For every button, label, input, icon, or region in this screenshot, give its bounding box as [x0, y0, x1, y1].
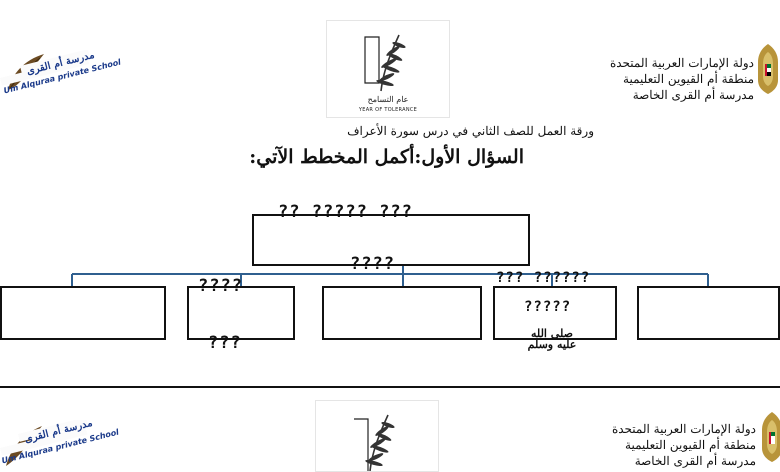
falcon-emblem-icon	[758, 44, 778, 94]
diagram-root-text-line2: ????	[350, 254, 395, 274]
diagram-child-box-4[interactable]	[493, 286, 617, 340]
diagram-child-box-5[interactable]	[637, 286, 780, 340]
school-logo-top: مدرسة أم القرى Um Alquraa private School	[0, 50, 122, 96]
diagram-child-box-2[interactable]	[187, 286, 295, 340]
falcon-emblem-icon	[762, 412, 780, 462]
ghaf-tree-icon	[364, 34, 406, 92]
question-title: السؤال الأول:أكمل المخطط الآتي:	[249, 146, 524, 168]
uae-emblem-top	[756, 40, 780, 96]
year-of-tolerance-logo-repeat	[315, 400, 439, 472]
school-line: مدرسة أم القرى الخاصة	[632, 88, 754, 102]
district-line-repeat: منطقة أم القيوين التعليمية	[625, 438, 756, 452]
tolerance-logo-arabic: عام التسامح	[367, 95, 409, 104]
page-separator	[0, 386, 780, 388]
school-line-repeat: مدرسة أم القرى الخاصة	[634, 454, 756, 468]
ministry-header-top: دولة الإمارات العربية المتحدة منطقة أم ا…	[554, 55, 754, 103]
diagram-child-box-1[interactable]	[0, 286, 166, 340]
diagram-child-2-text-line2: ???	[208, 333, 242, 353]
quill-pen-icon	[0, 50, 90, 90]
country-line: دولة الإمارات العربية المتحدة	[609, 56, 754, 70]
diagram-child-box-3[interactable]	[322, 286, 482, 340]
worksheet-subtitle: ورقة العمل للصف الثاني في درس سورة الأعر…	[347, 124, 594, 138]
diagram-root-box[interactable]	[252, 214, 530, 266]
honorific-line2: عليه وسلم	[527, 338, 577, 351]
school-logo-bottom: مدرسة أم القرى Um Alquraa private School	[0, 418, 120, 470]
tolerance-logo-english: YEAR OF TOLERANCE	[358, 107, 418, 113]
diagram-root-text-line1: ?? ????? ???	[278, 202, 413, 222]
quill-pen-icon	[0, 420, 88, 466]
diagram-child-2-text-line1: ????	[198, 276, 243, 296]
ghaf-tree-icon	[354, 414, 395, 471]
ministry-header-bottom: دولة الإمارات العربية المتحدة منطقة أم ا…	[556, 421, 756, 469]
diagram-child-4-text-inner: ?????	[524, 299, 572, 315]
country-line-repeat: دولة الإمارات العربية المتحدة	[611, 422, 756, 436]
year-of-tolerance-logo: عام التسامح YEAR OF TOLERANCE	[326, 20, 450, 118]
diagram-child-4-text-top: ??? ??????	[496, 270, 591, 286]
honorific-line1: صلى الله	[531, 327, 573, 340]
district-line: منطقة أم القيوين التعليمية	[623, 72, 754, 86]
honorific-pbuh: صلى الله عليه وسلم	[526, 328, 578, 350]
uae-emblem-bottom	[760, 408, 780, 464]
